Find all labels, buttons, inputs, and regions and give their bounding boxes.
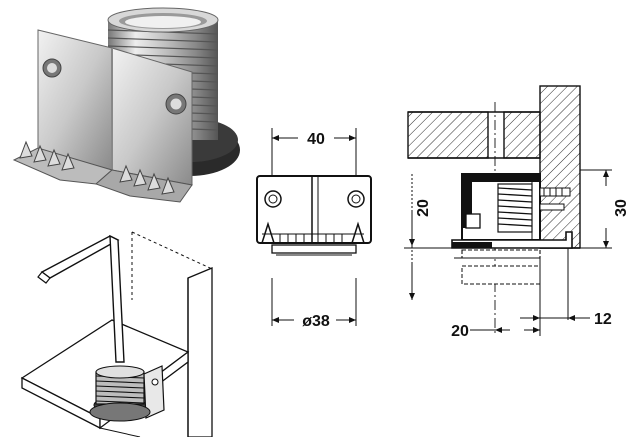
dim-base-diameter: ø38 [302,313,330,330]
dim-offset-bottom: 20 [451,323,469,340]
dim-offset-right: 12 [594,311,612,328]
dim-height-right: 30 [613,199,630,217]
section-view: 20 30 20 12 [404,85,630,340]
dim-height-left: 20 [415,199,432,217]
leveling-foot-mounted-icon [89,365,165,422]
front-view: 40 ø38 [256,128,372,330]
hex-key-icon [37,234,125,363]
dim-front-width: 40 [307,131,325,148]
leveling-foot-icon [12,7,240,203]
